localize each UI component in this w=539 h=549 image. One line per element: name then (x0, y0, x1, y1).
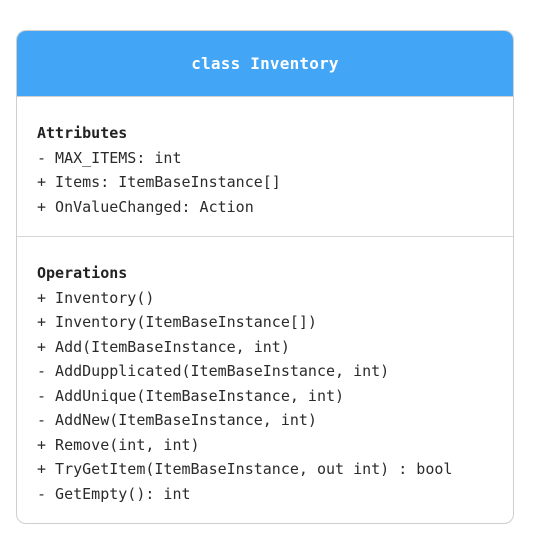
class-name: class Inventory (191, 54, 339, 73)
operation-item: + Add(ItemBaseInstance, int) (37, 337, 290, 356)
class-header: class Inventory (17, 31, 513, 97)
operation-item: - AddDupplicated(ItemBaseInstance, int) (37, 362, 390, 380)
operations-section: Operations + Inventory() + Inventory(Ite… (17, 237, 513, 506)
operation-item: - AddUnique(ItemBaseInstance, int) (37, 386, 345, 405)
attribute-item: - MAX_ITEMS: int (37, 148, 182, 167)
operation-item: + Remove(int, int) (37, 435, 200, 454)
operation-item: + TryGetItem(ItemBaseInstance, out int) … (37, 460, 453, 478)
attributes-list: - MAX_ITEMS: int + Items: ItemBaseInstan… (37, 146, 493, 220)
attributes-title: Attributes (37, 124, 128, 142)
operation-item: + Inventory() (37, 288, 155, 307)
attributes-section: Attributes - MAX_ITEMS: int + Items: Ite… (17, 97, 513, 237)
operation-item: + Inventory(ItemBaseInstance[]) (37, 313, 317, 331)
operation-item: - GetEmpty(): int (37, 484, 191, 503)
attribute-item: + OnValueChanged: Action (37, 197, 254, 216)
operation-item: - AddNew(ItemBaseInstance, int) (37, 411, 317, 429)
operations-title: Operations (37, 264, 128, 282)
operations-list: + Inventory() + Inventory(ItemBaseInstan… (37, 286, 493, 507)
uml-class-box: class Inventory Attributes - MAX_ITEMS: … (16, 30, 514, 524)
attribute-item: + Items: ItemBaseInstance[] (37, 173, 281, 191)
